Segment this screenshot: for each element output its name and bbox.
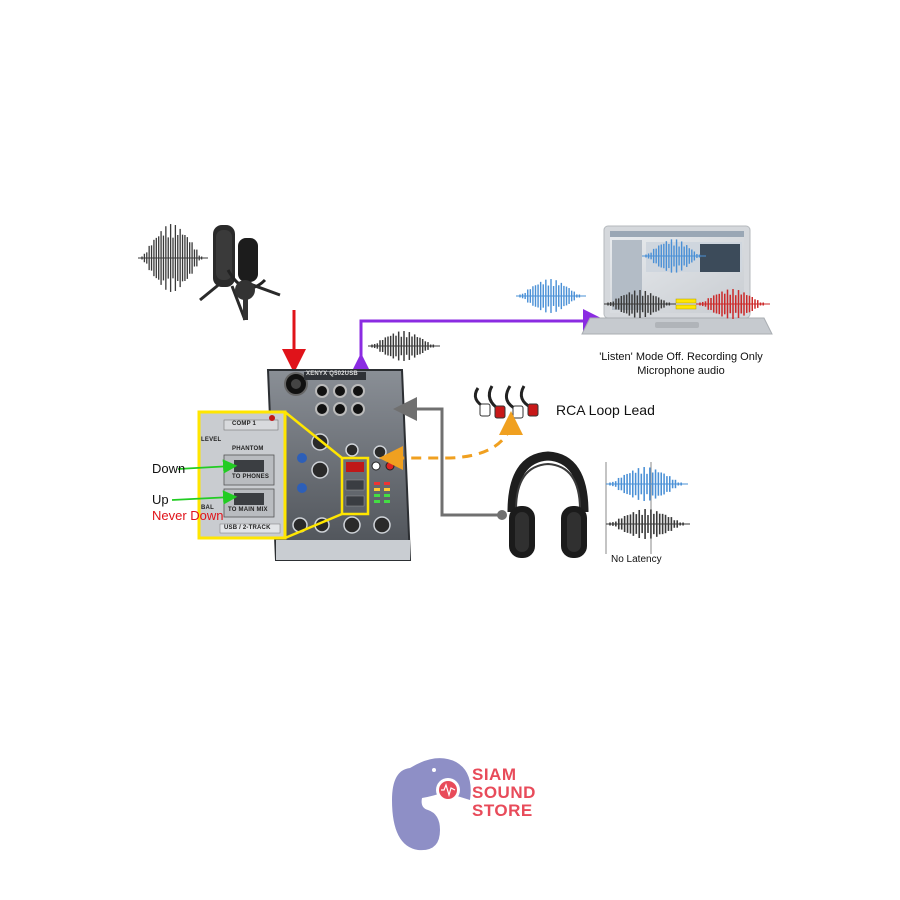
phantom-label: PHANTOM — [232, 446, 264, 452]
zoom-connector — [284, 411, 343, 540]
condenser-microphone-icon — [199, 225, 281, 321]
usb-to-computer-arrow — [359, 309, 607, 364]
latency-frame — [605, 462, 652, 554]
blue-waveform-left — [516, 279, 586, 313]
laptop-blue-waveform — [642, 239, 706, 273]
no-latency-blue-waveform — [606, 467, 688, 501]
logo-line-1: SIAM — [472, 765, 517, 784]
never-down-label: Never Down — [152, 508, 224, 523]
up-guide-arrow — [171, 490, 238, 505]
listen-mode-label: 'Listen' Mode Off. Recording Only Microp… — [599, 351, 763, 377]
no-latency-dark-waveform — [606, 509, 690, 539]
laptop-dark-waveform — [604, 290, 676, 318]
mixer-console-icon — [266, 369, 412, 561]
to-main-mix-label: TO MAIN MIX — [228, 507, 268, 513]
down-guide-arrow — [177, 459, 238, 474]
rca-loop-lead-label: RCA Loop Lead — [556, 402, 655, 418]
usb-2track-label: USB / 2-TRACK — [224, 525, 271, 531]
mixer-output-waveform — [368, 331, 440, 361]
rca-cable-icon — [473, 385, 539, 419]
zoomed-switch-panel — [197, 410, 287, 540]
no-latency-label: No Latency — [611, 554, 662, 565]
headphones-icon — [507, 451, 589, 558]
bal-label: BAL — [201, 505, 214, 511]
level-label: LEVEL — [201, 437, 222, 443]
comp-label: COMP 1 — [232, 421, 257, 427]
up-label: Up — [152, 492, 169, 507]
microphone-waveform — [138, 224, 208, 292]
mixer-model-label: XENYX Q502USB — [306, 371, 358, 377]
down-label: Down — [152, 461, 186, 476]
logo-line-3: STORE — [472, 801, 533, 820]
elephant-logo-icon — [392, 758, 471, 851]
logo-line-2: SOUND — [472, 783, 536, 802]
headphone-line — [393, 397, 502, 517]
equals-marker — [675, 298, 697, 304]
to-phones-label: TO PHONES — [232, 474, 270, 480]
laptop-red-waveform — [696, 289, 770, 319]
